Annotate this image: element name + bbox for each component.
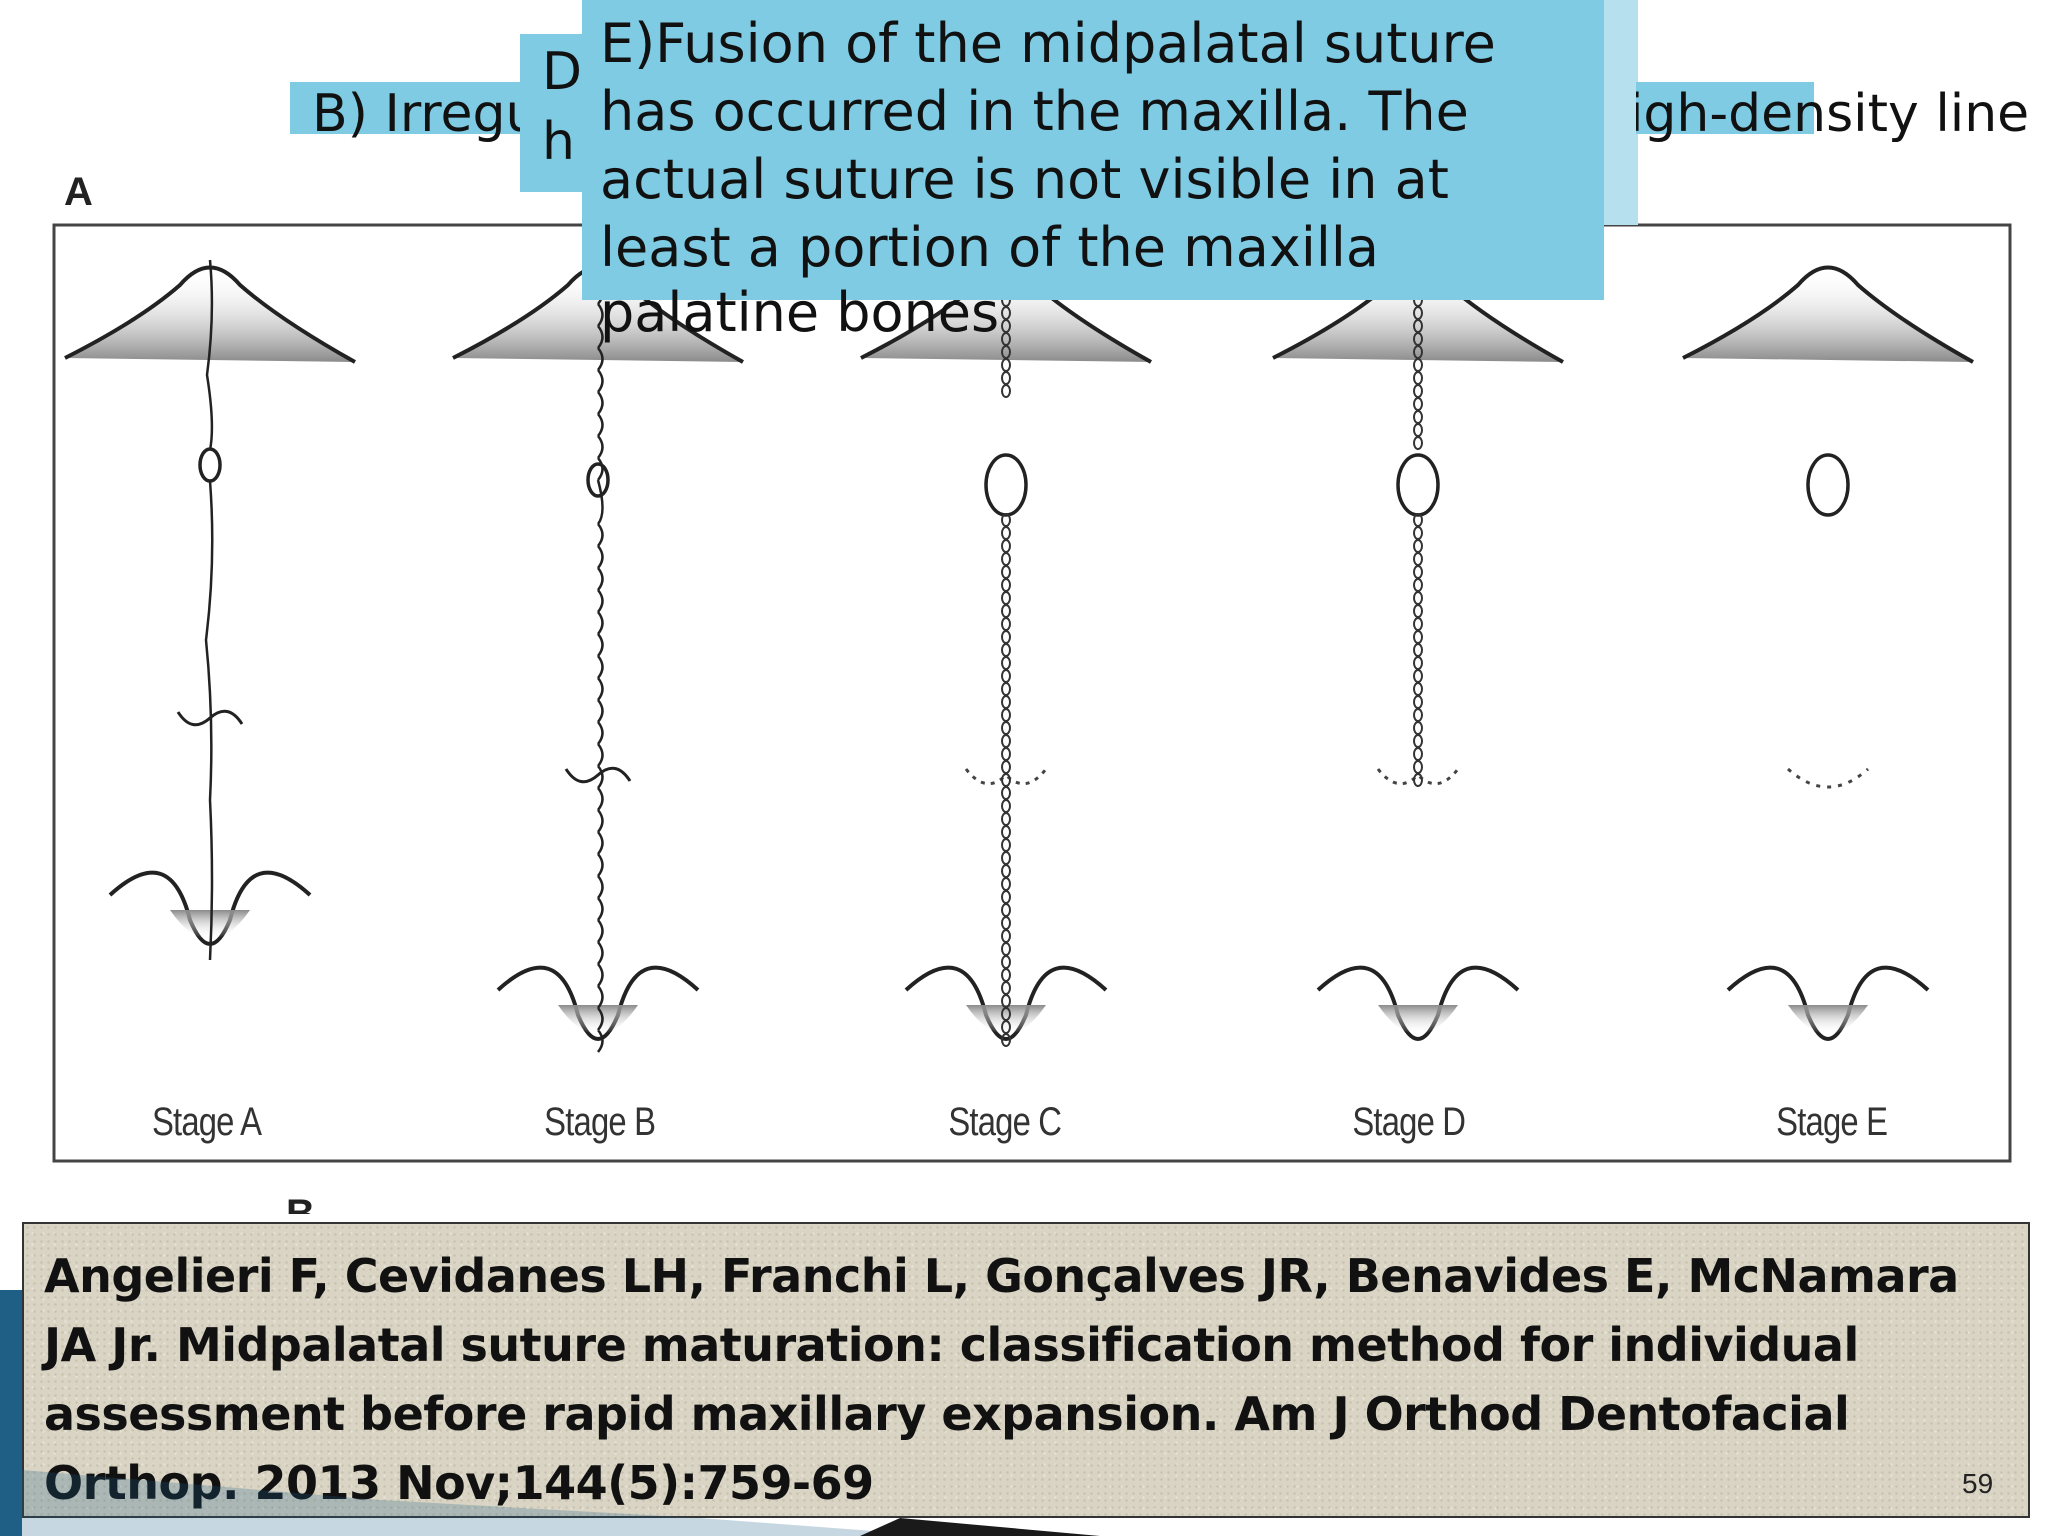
stage-e-top-arch bbox=[1682, 265, 1974, 364]
callout-d-letter: D bbox=[542, 42, 583, 102]
stage-a-bottom-shading bbox=[170, 910, 250, 939]
stage-d-suture-link bbox=[1413, 773, 1423, 787]
stage-a-foramen bbox=[198, 447, 222, 483]
panel-label-a: A bbox=[64, 170, 93, 214]
stage-label-c: Stage C bbox=[948, 1100, 1062, 1144]
callout-e: E)Fusion of the midpalatal suture has oc… bbox=[582, 0, 1604, 300]
callout-e-line-2: has occurred in the maxilla. The bbox=[600, 80, 1469, 143]
stage-d-bottom-wave bbox=[1316, 965, 1520, 1041]
callout-d: D h bbox=[520, 34, 590, 192]
stage-e-bottom-wave bbox=[1726, 965, 1930, 1041]
stage-d-bottom-shading bbox=[1378, 1005, 1458, 1034]
citation-box: Angelieri F, Cevidanes LH, Franchi L, Go… bbox=[22, 1222, 2030, 1518]
stage-e-bottom-shading bbox=[1788, 1005, 1868, 1034]
callout-e-overflow-text: palatine bones bbox=[600, 281, 1000, 344]
stage-b-bottom-wave bbox=[496, 965, 700, 1041]
stage-label-e: Stage E bbox=[1776, 1100, 1888, 1144]
stage-d-suture-link bbox=[1413, 436, 1423, 450]
callout-e-line-3: actual suture is not visible in at bbox=[600, 148, 1449, 211]
callout-e-line-1: E)Fusion of the midpalatal suture bbox=[600, 12, 1496, 75]
stage-b-top-shading bbox=[453, 267, 743, 362]
stage-d-foramen bbox=[1396, 453, 1440, 517]
callout-d-second: h bbox=[542, 112, 575, 172]
stage-label-d: Stage D bbox=[1352, 1100, 1466, 1144]
callout-b-right-text: high-density line bbox=[1596, 84, 2030, 144]
citation-text: Angelieri F, Cevidanes LH, Franchi L, Go… bbox=[44, 1249, 1959, 1510]
stage-b-bottom-shading bbox=[558, 1005, 638, 1034]
slide-number: 59 bbox=[1962, 1468, 1994, 1499]
callout-b-left-text: B) Irregu bbox=[312, 84, 539, 144]
stage-label-a: Stage A bbox=[151, 1100, 262, 1144]
stage-c-suture-link bbox=[1001, 384, 1011, 398]
stage-a-suture bbox=[204, 259, 214, 961]
panel-label-b: B bbox=[286, 1192, 315, 1214]
stage-d-top-shading bbox=[1273, 267, 1563, 362]
stage-e-foramen bbox=[1806, 453, 1850, 517]
stage-label-b: Stage B bbox=[544, 1100, 656, 1144]
callout-e-line-4: least a portion of the maxilla bbox=[600, 216, 1379, 279]
stage-b-transverse bbox=[564, 766, 632, 784]
stage-c-bottom-wave bbox=[904, 965, 1108, 1041]
stage-e-transverse bbox=[1786, 767, 1870, 789]
stage-e-top-shading bbox=[1683, 267, 1973, 362]
stage-a-top-shading bbox=[65, 267, 355, 362]
stage-c-top-shading bbox=[861, 267, 1151, 362]
stages-group bbox=[64, 259, 1974, 1053]
stage-c-foramen bbox=[984, 453, 1028, 517]
stage-c-suture-link bbox=[1001, 1033, 1011, 1047]
